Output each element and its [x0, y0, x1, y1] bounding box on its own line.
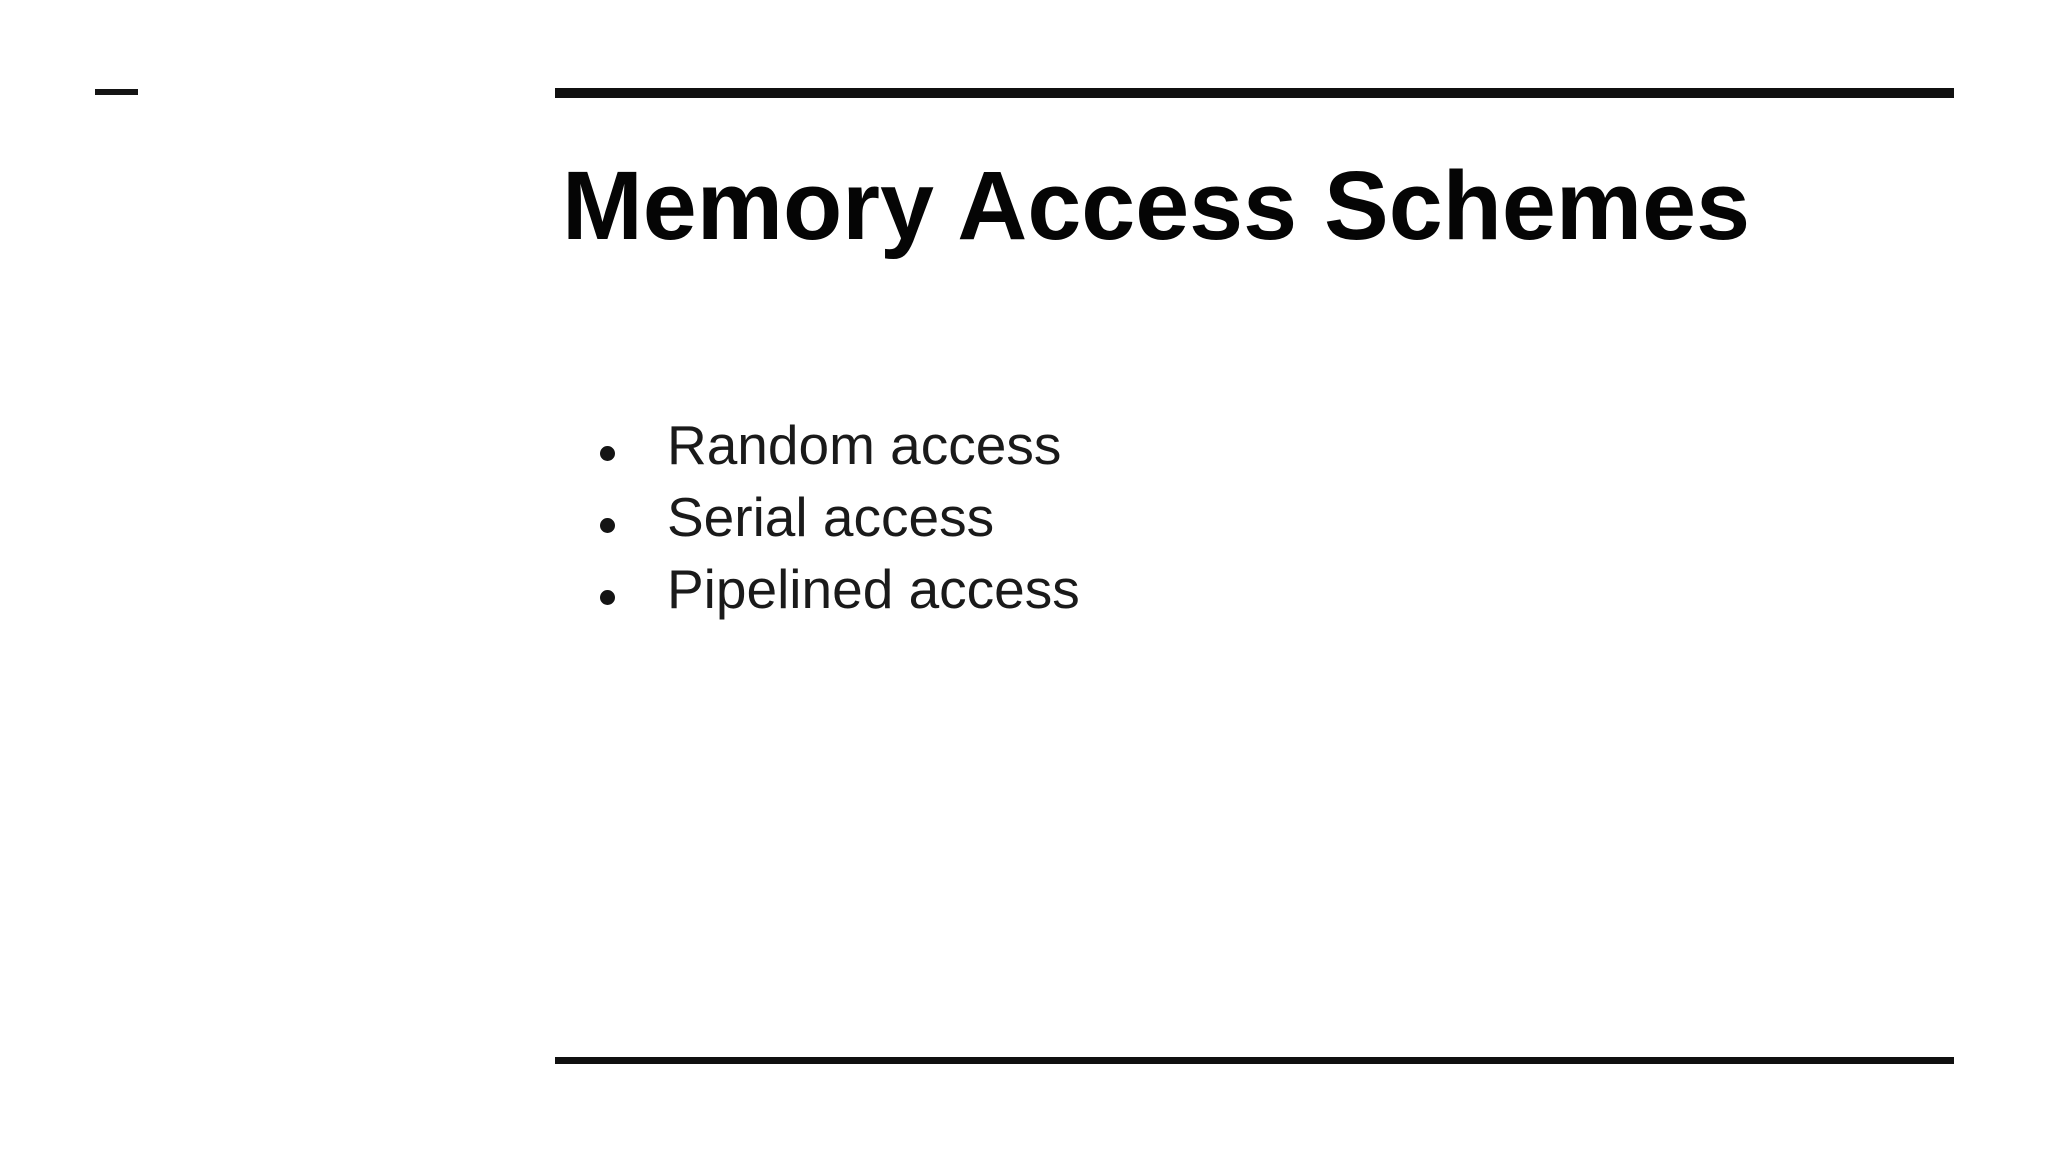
bullet-icon	[600, 589, 615, 605]
bullet-item: Serial access	[600, 481, 1080, 553]
corner-dash-icon	[95, 89, 138, 95]
bullet-label: Random access	[667, 414, 1062, 476]
bullet-item: Pipelined access	[600, 553, 1080, 625]
bullet-item: Random access	[600, 409, 1080, 481]
slide-title: Memory Access Schemes	[562, 151, 1751, 260]
bullet-icon	[600, 445, 615, 461]
bullet-icon	[600, 517, 615, 533]
bullet-list: Random access Serial access Pipelined ac…	[600, 409, 1080, 625]
bullet-label: Serial access	[667, 486, 995, 548]
bullet-label: Pipelined access	[667, 558, 1080, 620]
bottom-rule	[555, 1057, 1954, 1064]
top-rule	[555, 88, 1954, 98]
